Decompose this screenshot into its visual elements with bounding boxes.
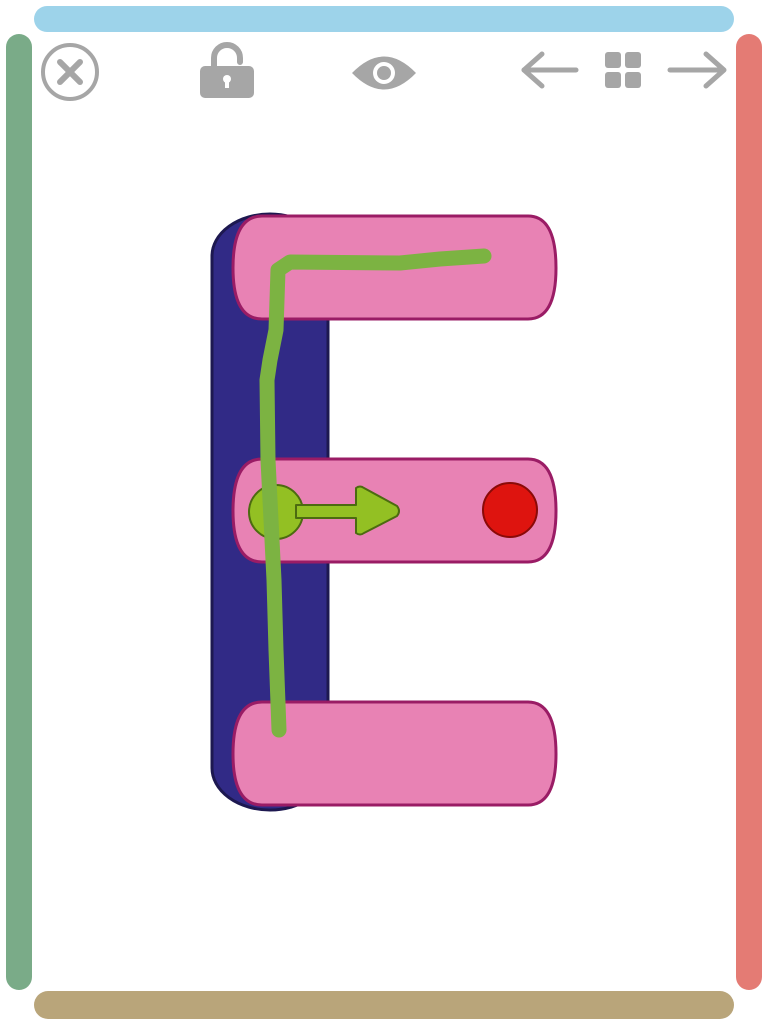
unlocked-padlock-icon <box>200 42 254 98</box>
lock-button[interactable] <box>196 42 258 102</box>
right-color-bar <box>736 34 762 990</box>
letter-menu-button[interactable] <box>601 48 645 92</box>
arrow-left-icon <box>521 51 579 89</box>
show-guide-button[interactable] <box>350 50 418 96</box>
left-color-bar <box>6 34 32 990</box>
top-color-bar <box>34 6 734 32</box>
arrow-right-icon <box>667 51 727 89</box>
stroke-direction-arrow <box>295 485 400 536</box>
grid-icon <box>605 52 641 88</box>
user-trace-line <box>259 248 492 738</box>
close-circle-icon <box>41 43 99 101</box>
letter-bottom-bar <box>231 700 558 807</box>
previous-letter-button[interactable] <box>518 48 580 92</box>
next-letter-button[interactable] <box>666 48 730 92</box>
close-button[interactable] <box>40 42 100 102</box>
stroke-end-dot <box>482 482 538 538</box>
eye-icon <box>352 56 416 90</box>
bottom-color-bar <box>34 991 734 1019</box>
